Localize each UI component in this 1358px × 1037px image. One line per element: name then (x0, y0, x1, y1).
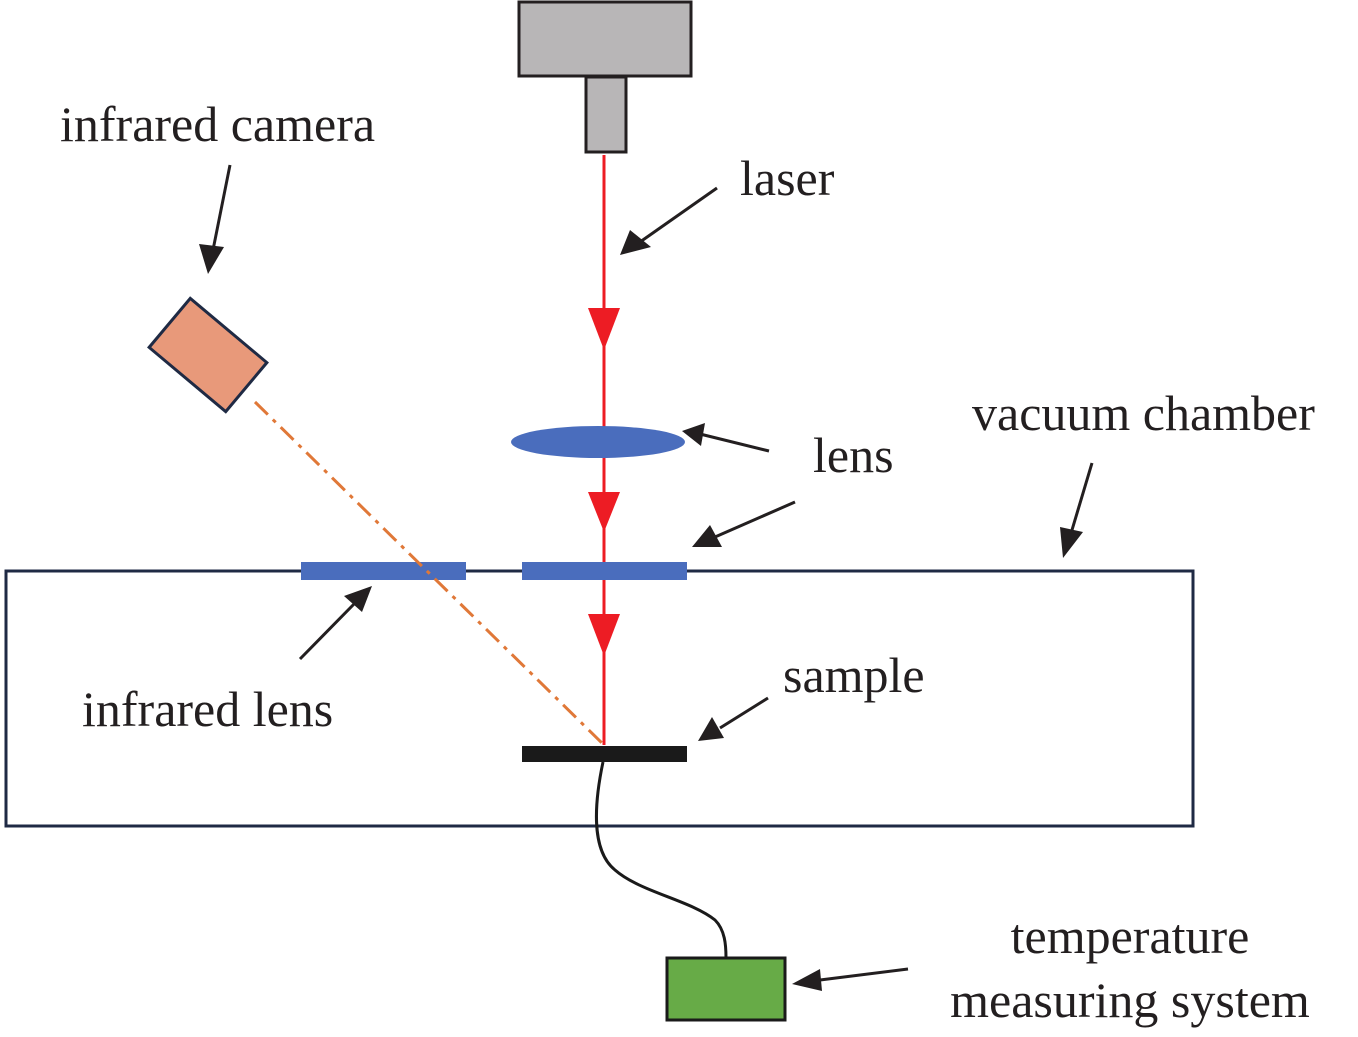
infrared-lens-arrow (298, 586, 372, 661)
laser-source (517, 0, 693, 154)
focusing-lens (511, 426, 685, 458)
beam-direction-arrow-1 (588, 308, 620, 350)
label-temperature-line1: temperature (1011, 908, 1250, 964)
beam-direction-arrow-3 (588, 614, 620, 656)
label-lens: lens (813, 427, 894, 483)
infrared-camera-body (147, 296, 269, 414)
lens-arrow-upper (682, 423, 770, 453)
thermocouple-cable (595, 761, 728, 959)
laser-nozzle (584, 75, 628, 154)
annotation-arrows (199, 164, 1094, 991)
beam-direction-arrow-2 (588, 492, 620, 532)
infrared-sight-line (253, 400, 606, 747)
temperature-system-arrow (792, 967, 909, 991)
label-infrared-lens: infrared lens (82, 681, 333, 737)
label-infrared-camera: infrared camera (60, 96, 375, 152)
laser-arrow (620, 186, 718, 255)
lens-arrow-lower (692, 500, 796, 547)
vacuum-chamber-arrow (1060, 462, 1094, 558)
label-laser: laser (740, 150, 835, 206)
label-vacuum-chamber: vacuum chamber (972, 385, 1315, 441)
infrared-lens (301, 562, 466, 580)
laser-head (517, 0, 693, 78)
temperature-measuring-system (665, 956, 787, 1022)
sample (522, 746, 687, 762)
chamber-window-lens (522, 562, 687, 580)
infrared-camera (147, 296, 269, 414)
label-temperature-line2: measuring system (950, 972, 1310, 1028)
infrared-camera-arrow (199, 164, 232, 274)
label-sample: sample (783, 647, 925, 703)
sample-arrow (698, 696, 769, 741)
